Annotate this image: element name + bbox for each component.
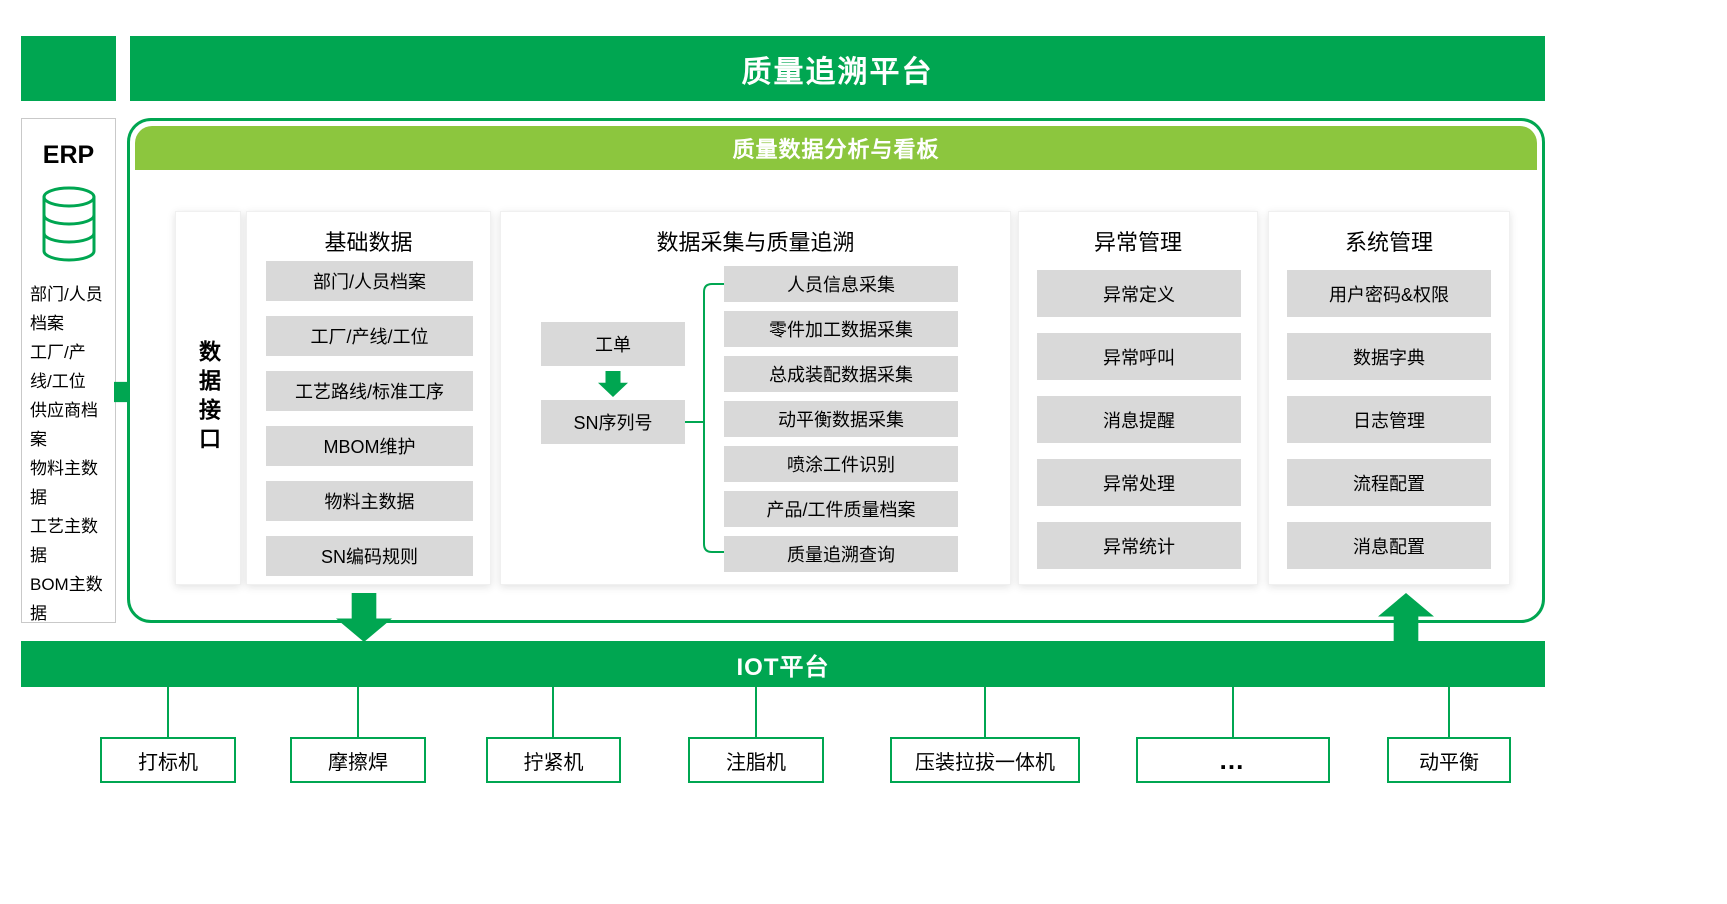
data-collection-item: 质量追溯查询 (724, 536, 958, 572)
device-box-tightening-machine: 拧紧机 (486, 737, 621, 783)
erp-source-item: 工艺主数据 (30, 517, 98, 565)
exception-item: 异常呼叫 (1037, 333, 1241, 380)
data-collection-item: 产品/工件质量档案 (724, 491, 958, 527)
data-interface-card: 数据接口 (175, 211, 241, 585)
erp-source-item: 物料主数据 (30, 459, 98, 507)
device-connector (984, 687, 986, 737)
iot-platform-label: IOT平台 (736, 653, 830, 681)
device-connector (552, 687, 554, 737)
device-connector (1448, 687, 1450, 737)
system-management-title: 系统管理 (1344, 230, 1433, 255)
system-item: 数据字典 (1287, 333, 1491, 380)
analysis-banner-label: 质量数据分析与看板 (732, 137, 940, 162)
erp-source-item: 工厂/产线/工位 (30, 343, 86, 391)
device-connector (755, 687, 757, 737)
analysis-banner: 质量数据分析与看板 (135, 126, 1537, 170)
erp-source-item: BOM主数据 (30, 575, 103, 623)
device-box-ellipsis: … (1136, 737, 1330, 783)
basic-data-item: 工艺路线/标准工序 (266, 371, 473, 411)
device-box-press-pull-machine: 压装拉拔一体机 (890, 737, 1080, 783)
sn-serial-box: SN序列号 (541, 400, 685, 444)
device-connector (1232, 687, 1234, 737)
sn-bracket-connector (685, 283, 724, 553)
system-item: 流程配置 (1287, 459, 1491, 506)
data-collection-title: 数据采集与质量追溯 (656, 230, 855, 255)
device-box-friction-welder: 摩擦焊 (290, 737, 426, 783)
data-collection-item: 人员信息采集 (724, 266, 958, 302)
basic-data-list: 部门/人员档案 工厂/产线/工位 工艺路线/标准工序 MBOM维护 物料主数据 … (266, 261, 473, 576)
page-title: 质量追溯平台 (741, 55, 934, 89)
system-item: 日志管理 (1287, 396, 1491, 443)
exception-item: 异常处理 (1037, 459, 1241, 506)
exception-item: 异常统计 (1037, 522, 1241, 569)
erp-panel: ERP 部门/人员档案 工厂/产线/工位 供应商档案 物料主数据 工艺主数据 B… (21, 118, 116, 623)
platform-container: 质量数据分析与看板 数据接口 基础数据 部门/人员档案 工厂/产线/工位 工艺路… (127, 118, 1545, 623)
exception-management-column: 异常管理 异常定义 异常呼叫 消息提醒 异常处理 异常统计 (1018, 211, 1258, 585)
erp-header-block (21, 36, 116, 101)
system-management-column: 系统管理 用户密码&权限 数据字典 日志管理 流程配置 消息配置 (1268, 211, 1510, 585)
data-collection-item: 零件加工数据采集 (724, 311, 958, 347)
device-box-dynamic-balance: 动平衡 (1387, 737, 1511, 783)
system-item: 用户密码&权限 (1287, 270, 1491, 317)
data-collection-item: 喷涂工件识别 (724, 446, 958, 482)
exception-list: 异常定义 异常呼叫 消息提醒 异常处理 异常统计 (1037, 270, 1241, 569)
device-box-marking-machine: 打标机 (100, 737, 236, 783)
exception-management-title: 异常管理 (1093, 230, 1182, 255)
data-collection-item: 总成装配数据采集 (724, 356, 958, 392)
basic-data-item: SN编码规则 (266, 536, 473, 576)
erp-source-item: 供应商档案 (30, 401, 98, 449)
database-icon (42, 186, 95, 262)
data-collection-list: 人员信息采集 零件加工数据采集 总成装配数据采集 动平衡数据采集 喷涂工件识别 … (724, 266, 958, 572)
work-order-box: 工单 (541, 322, 685, 366)
data-collection-item: 动平衡数据采集 (724, 401, 958, 437)
basic-data-title: 基础数据 (324, 230, 413, 255)
erp-source-list: 部门/人员档案 工厂/产线/工位 供应商档案 物料主数据 工艺主数据 BOM主数… (22, 272, 115, 628)
work-order-to-sn-arrow (598, 371, 628, 397)
basic-data-column: 基础数据 部门/人员档案 工厂/产线/工位 工艺路线/标准工序 MBOM维护 物… (246, 211, 491, 585)
basic-data-item: 部门/人员档案 (266, 261, 473, 301)
device-connector (357, 687, 359, 737)
system-item: 消息配置 (1287, 522, 1491, 569)
basic-data-item: MBOM维护 (266, 426, 473, 466)
erp-source-item: 部门/人员档案 (30, 285, 103, 333)
device-connector (167, 687, 169, 737)
iot-platform-bar: IOT平台 (21, 641, 1545, 687)
system-list: 用户密码&权限 数据字典 日志管理 流程配置 消息配置 (1287, 270, 1491, 569)
exception-item: 消息提醒 (1037, 396, 1241, 443)
erp-title: ERP (42, 141, 95, 169)
platform-title-bar: 质量追溯平台 (130, 36, 1545, 101)
data-collection-column: 数据采集与质量追溯 工单 SN序列号 人员信息采集 零件加工数据采集 总成装配数… (500, 211, 1011, 585)
data-interface-label: 数据接口 (196, 340, 221, 456)
device-box-grease-machine: 注脂机 (688, 737, 824, 783)
exception-item: 异常定义 (1037, 270, 1241, 317)
basic-data-item: 物料主数据 (266, 481, 473, 521)
basic-data-item: 工厂/产线/工位 (266, 316, 473, 356)
